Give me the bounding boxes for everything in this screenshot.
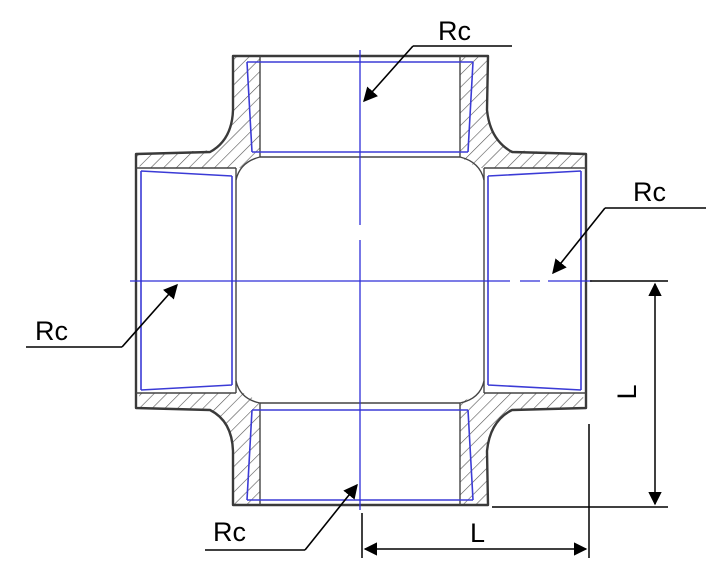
- label-dim-horizontal: L: [470, 518, 485, 548]
- leader-left: Rc: [26, 283, 178, 348]
- label-rc-bottom: Rc: [213, 517, 246, 547]
- leader-top: Rc: [363, 16, 512, 103]
- outer-outline: [134, 54, 588, 507]
- label-rc-right: Rc: [633, 177, 666, 207]
- wall-top-left: [136, 56, 260, 168]
- label-rc-top: Rc: [438, 16, 471, 46]
- dimension-vertical: L: [492, 280, 668, 508]
- label-rc-left: Rc: [35, 316, 68, 346]
- dimension-horizontal: L: [361, 424, 590, 558]
- label-dim-vertical: L: [612, 384, 642, 399]
- leader-bottom: Rc: [205, 483, 358, 551]
- wall-top-right: [460, 56, 586, 168]
- hatched-walls: [136, 56, 586, 505]
- center-axes: [130, 50, 592, 510]
- leader-right: Rc: [552, 177, 706, 275]
- wall-bottom-left: [136, 393, 260, 505]
- wall-bottom-right: [460, 393, 586, 505]
